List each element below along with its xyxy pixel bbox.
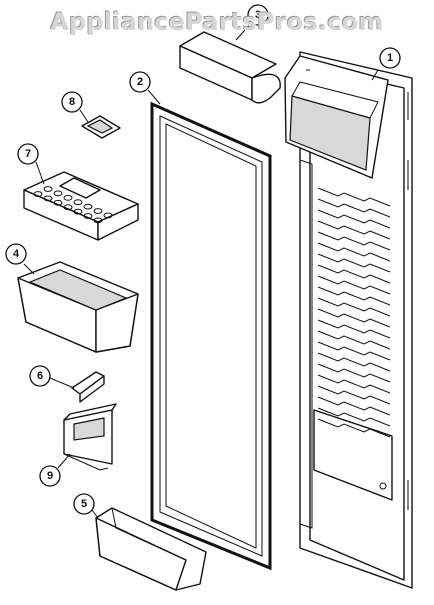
rack-rib: [317, 330, 391, 350]
egg-cup: [33, 191, 43, 197]
rack-rib: [317, 275, 391, 295]
bottom-shelf-bin-part: [95, 507, 207, 591]
rack-rib: [317, 231, 391, 251]
rack-rib: [317, 385, 391, 405]
callout-6: 6: [29, 365, 51, 387]
door-liner-part: [284, 51, 413, 589]
svg-text:8: 8: [69, 96, 75, 108]
rack-rib: [317, 220, 391, 240]
egg-cup: [83, 213, 93, 219]
rack-rib: [317, 187, 391, 207]
egg-cup: [83, 203, 93, 210]
rack-rib: [317, 242, 391, 262]
rack-rib: [317, 297, 391, 317]
svg-text:5: 5: [81, 498, 87, 510]
leader-lines: [23, 21, 379, 519]
rack-rib: [317, 363, 391, 383]
rack-rib: [317, 308, 391, 328]
egg-cup: [63, 204, 73, 211]
egg-cup: [93, 217, 103, 224]
svg-text:6: 6: [37, 370, 43, 382]
door-gasket-part: [150, 101, 272, 571]
svg-text:2: 2: [137, 76, 143, 88]
dairy-cover-part: [179, 31, 281, 104]
rack-rib: [317, 396, 391, 416]
rack-rib: [317, 264, 391, 284]
egg-cup: [53, 190, 63, 197]
egg-tray-part: [23, 171, 139, 241]
rack-rib: [317, 253, 391, 273]
egg-cup: [73, 199, 83, 206]
bin-clip-part: [71, 371, 105, 403]
svg-text:1: 1: [387, 52, 393, 64]
rack-rib: [317, 374, 391, 394]
callout-2: 2: [129, 71, 151, 93]
egg-cup: [43, 186, 53, 192]
svg-text:3: 3: [255, 9, 261, 21]
egg-cup: [73, 208, 83, 215]
rack-rib: [317, 407, 391, 427]
callout-7: 7: [17, 143, 39, 165]
bin-clip-small-part: [81, 115, 121, 139]
rack-rib: [317, 198, 391, 218]
door-shelf-bin-part: [17, 261, 139, 353]
callout-3: 3: [247, 4, 269, 26]
callout-4: 4: [5, 243, 27, 265]
callout-8: 8: [61, 91, 83, 113]
rack-rib: [317, 286, 391, 306]
callout-9: 9: [39, 465, 61, 487]
bin-cap-part: [63, 403, 117, 471]
door-rack-ribs: [317, 187, 391, 438]
callout-1: 1: [379, 47, 401, 69]
rack-rib: [317, 319, 391, 339]
svg-text:9: 9: [47, 470, 53, 482]
egg-cups: [33, 186, 113, 224]
egg-cup: [63, 194, 73, 201]
egg-cup: [53, 199, 63, 206]
rack-rib: [317, 352, 391, 372]
rack-rib: [317, 418, 391, 438]
egg-cup: [103, 212, 113, 219]
egg-cup: [43, 195, 53, 202]
rack-rib: [317, 209, 391, 229]
rack-rib: [317, 341, 391, 361]
callout-5: 5: [73, 493, 95, 515]
svg-text:7: 7: [25, 148, 31, 160]
svg-text:4: 4: [13, 248, 20, 260]
watermark-logo: AppliancePartsPros.com: [50, 8, 384, 36]
egg-cup: [93, 208, 103, 214]
